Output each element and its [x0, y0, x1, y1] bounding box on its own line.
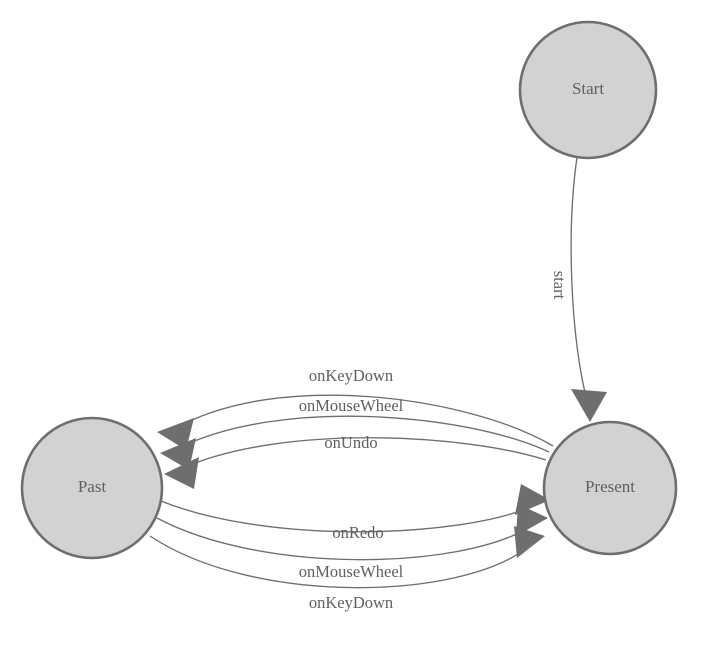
edge-past-to-present-onkeydown-arrowhead — [514, 526, 545, 558]
edge-start-to-present-path — [570, 156, 589, 406]
edge-present-to-past-onkeydown-arrowhead — [157, 418, 194, 450]
edge-past-to-present-onmousewheel-label: onMouseWheel — [299, 562, 404, 581]
edge-present-to-past-onkeydown[interactable]: onKeyDown — [157, 366, 554, 450]
edge-past-to-present-onkeydown-path — [149, 535, 529, 589]
node-present-label: Present — [585, 477, 635, 496]
edge-present-to-past-onmousewheel-label: onMouseWheel — [299, 396, 404, 415]
edge-present-to-past-onundo-label: onUndo — [324, 433, 377, 452]
edge-start-to-present-arrowhead — [571, 389, 607, 422]
edge-present-to-past-onkeydown-path — [175, 394, 554, 447]
edge-past-to-present-onkeydown[interactable]: onKeyDown — [149, 526, 545, 612]
node-past-label: Past — [78, 477, 107, 496]
edge-past-to-present-onkeydown-label: onKeyDown — [309, 593, 393, 612]
node-present-circle — [542, 420, 678, 556]
edge-start-to-present-label: start — [550, 271, 569, 300]
node-start-circle — [518, 20, 658, 160]
node-start-label: Start — [572, 79, 604, 98]
edge-present-to-past-onundo[interactable]: onUndo — [164, 433, 547, 489]
edge-past-to-present-onmousewheel-path — [156, 517, 531, 561]
node-present[interactable]: Present — [542, 420, 678, 556]
edge-present-to-past-onkeydown-label: onKeyDown — [309, 366, 393, 385]
edge-past-to-present-onmousewheel[interactable]: onMouseWheel — [156, 504, 548, 581]
edge-present-to-past-onmousewheel-arrowhead — [160, 438, 196, 470]
edge-present-to-past-onundo-arrowhead — [164, 457, 199, 489]
edge-present-to-past-onmousewheel-path — [178, 415, 550, 453]
edge-past-to-present-onredo-path — [160, 500, 532, 533]
node-past[interactable]: Past — [20, 416, 164, 560]
edge-past-to-present-onredo-label: onRedo — [332, 523, 383, 542]
edge-present-to-past-onundo-path — [182, 437, 547, 469]
node-start[interactable]: Start — [518, 20, 658, 160]
edge-past-to-present-onmousewheel-arrowhead — [516, 504, 548, 536]
edge-present-to-past-onmousewheel[interactable]: onMouseWheel — [160, 396, 550, 470]
edge-past-to-present-onredo[interactable]: onRedo — [160, 484, 550, 542]
edge-start-to-present[interactable]: start — [550, 156, 607, 422]
node-past-circle — [20, 416, 164, 560]
